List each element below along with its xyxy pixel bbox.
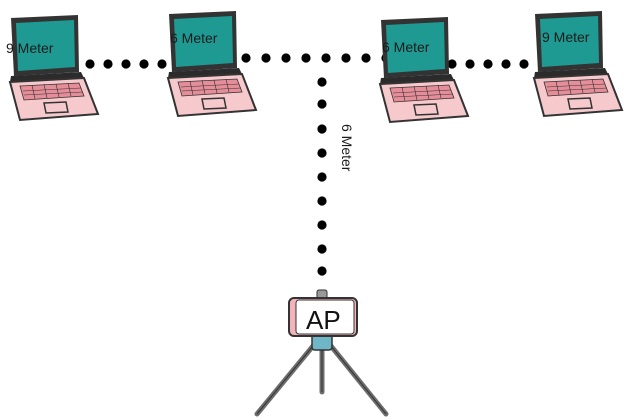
laptop-3-label: 6 Meter — [382, 39, 430, 55]
phone-device-icon — [288, 297, 358, 337]
laptop-4-label: 9 Meter — [542, 29, 590, 45]
laptop-icon — [9, 14, 99, 121]
laptop-icon — [533, 10, 623, 117]
horizontal-dotted-link — [85, 53, 529, 69]
vertical-link-label: 6 Meter — [339, 124, 355, 172]
laptop-4: 9 Meter — [533, 10, 623, 117]
laptop-1-label: 9 Meter — [6, 40, 54, 56]
laptop-icon — [167, 10, 257, 117]
access-point-label: AP — [306, 305, 341, 335]
laptop-3: 6 Meter — [379, 16, 469, 123]
laptop-icon — [379, 16, 469, 123]
laptop-2-label: 6 Meter — [170, 30, 218, 46]
vertical-dotted-link — [317, 77, 327, 276]
access-point: AP — [254, 289, 389, 417]
laptop-1: 9 Meter — [6, 14, 99, 121]
laptop-2: 6 Meter — [167, 10, 257, 117]
